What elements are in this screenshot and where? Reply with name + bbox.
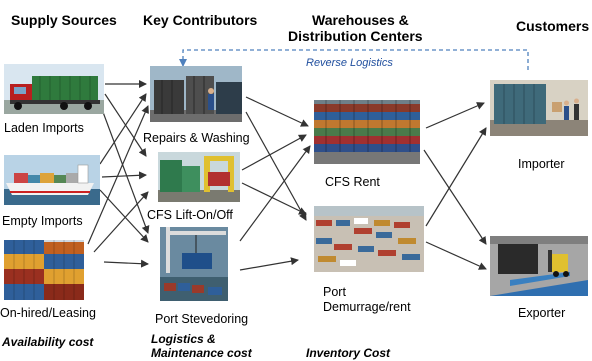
- header-customers: Customers: [516, 18, 590, 34]
- label-on-hired-leasing: On-hired/Leasing: [0, 306, 96, 320]
- cost-inventory: Inventory Cost: [306, 346, 391, 360]
- arrow-empty-to-stevedoring: [99, 189, 149, 243]
- port-demurrage-photo: [314, 206, 424, 272]
- reverse-logistics-label: Reverse Logistics: [306, 57, 393, 69]
- label-port-demurrage-line1: Port: [323, 285, 346, 299]
- arrow-stevedoring-to-port: [239, 257, 299, 271]
- arrow-onhired-to-stevedoring: [103, 259, 149, 268]
- label-port-demurrage-line2: Demurrage/rent: [323, 300, 411, 314]
- arrow-cfsrent-to-importer: [425, 102, 485, 129]
- label-repairs-washing: Repairs & Washing: [143, 131, 250, 145]
- label-cfs-lift: CFS Lift-On/Off: [147, 208, 233, 222]
- port-stevedoring-photo: [160, 227, 228, 301]
- empty-imports-photo: [4, 155, 100, 205]
- arrow-stevedoring-to-cfsrent: [239, 145, 311, 242]
- header-supply-sources: Supply Sources: [11, 12, 117, 28]
- arrow-cfslift-to-cfsrent: [241, 134, 307, 171]
- cfs-lift-photo: [158, 152, 240, 202]
- header-warehouses-line2: Distribution Centers: [288, 28, 423, 44]
- arrow-onhired-to-cfslift: [93, 191, 149, 253]
- label-exporter: Exporter: [518, 306, 566, 320]
- arrow-onhired-to-repairs: [87, 105, 149, 245]
- arrow-empty-to-cfslift: [101, 171, 147, 180]
- reverse-logistics-loop: [179, 49, 529, 70]
- header-key-contributors: Key Contributors: [143, 12, 258, 28]
- label-importer: Importer: [518, 157, 565, 171]
- arrow-port-to-importer: [425, 127, 487, 227]
- arrow-repairs-to-cfsrent: [245, 96, 309, 127]
- header-warehouses-line1: Warehouses &: [312, 12, 409, 28]
- importer-photo: [490, 80, 588, 136]
- label-cfs-rent: CFS Rent: [325, 175, 380, 189]
- arrow-port-to-exporter: [425, 241, 487, 270]
- arrow-repairs-to-port: [245, 111, 307, 221]
- label-laden-imports: Laden Imports: [4, 121, 84, 135]
- exporter-photo: [490, 236, 588, 296]
- laden-imports-photo: [4, 64, 104, 114]
- cost-logistics-line1: Logistics &: [151, 332, 216, 346]
- cfs-rent-photo: [314, 100, 420, 164]
- arrow-laden-to-stevedoring: [99, 103, 150, 234]
- on-hired-leasing-photo: [4, 240, 84, 300]
- label-port-stevedoring: Port Stevedoring: [155, 312, 249, 326]
- repairs-washing-photo: [150, 66, 242, 122]
- cost-availability: Availability cost: [2, 335, 94, 349]
- label-empty-imports: Empty Imports: [2, 214, 83, 228]
- arrow-empty-to-repairs: [99, 93, 147, 165]
- arrow-cfsrent-to-exporter: [423, 149, 487, 245]
- cost-logistics-line2: Maintenance cost: [151, 346, 252, 360]
- arrow-cfslift-to-port: [241, 182, 307, 215]
